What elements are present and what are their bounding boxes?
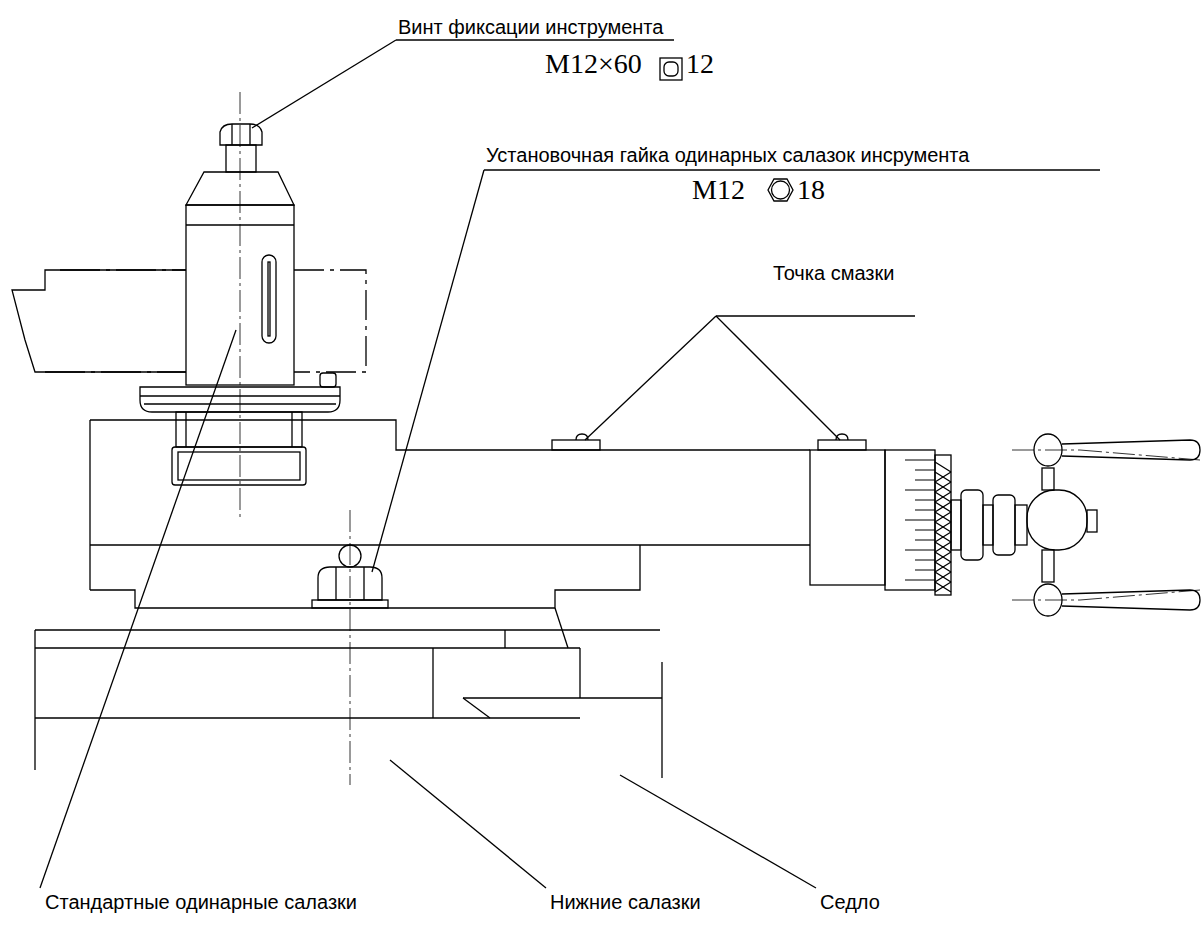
thread-size: M12×60 [545,48,642,80]
key-size: 12 [686,48,714,80]
single-slide [90,420,1200,648]
center-lines [240,92,1200,785]
part-label: Стандартные одинарные салазки [45,891,357,914]
lower-slide [35,630,662,778]
part-label: Седло [820,891,880,914]
part-label: Нижние салазки [550,891,701,914]
thread-size: M12 [692,174,745,206]
tool-post [12,124,366,485]
part-label: Установочная гайка одинарных салазок инс… [486,144,969,167]
key-size: 18 [797,174,825,206]
part-label: Винт фиксации инструмента [398,16,663,39]
part-label: Точка смазки [773,262,894,285]
leader-lines [40,40,1100,888]
